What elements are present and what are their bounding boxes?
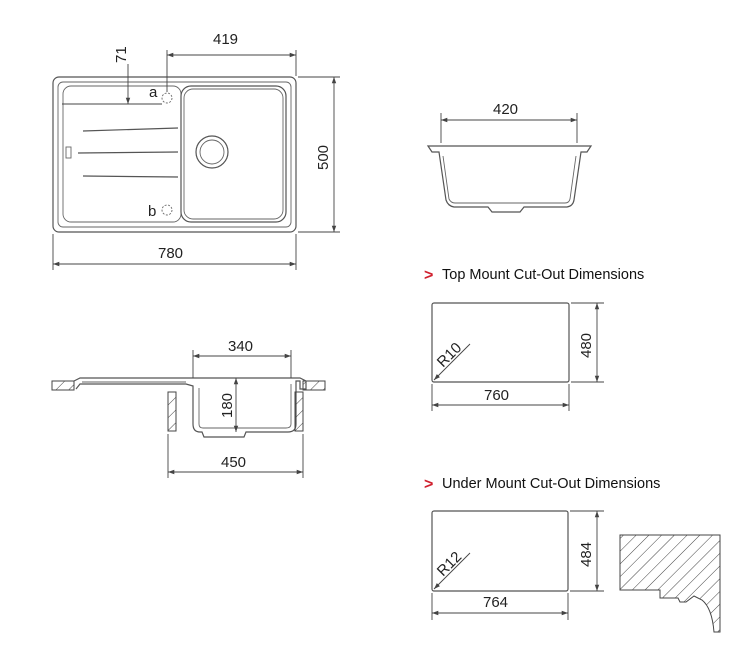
top-mount-cutout-rect (431, 302, 570, 383)
top-view: a b 419 71 780 500 (52, 31, 340, 270)
tap-label-a: a (149, 84, 158, 101)
sink-rim (57, 81, 292, 228)
cabinet-wall-right (294, 391, 304, 432)
dim-label-500: 500 (315, 145, 332, 170)
front-view: 420 (426, 101, 593, 213)
dim-label-180: 180 (219, 393, 236, 418)
bowl-front-inner (442, 155, 577, 204)
bowl-outline (180, 85, 287, 223)
sink-outline (52, 76, 297, 233)
dim-label-340: 340 (228, 338, 253, 355)
dim-label-484: 484 (578, 542, 595, 567)
undermount-edge-detail (619, 534, 721, 633)
dim-label-480: 480 (578, 333, 595, 358)
under-mount-heading: Under Mount Cut-Out Dimensions (442, 476, 660, 492)
bowl-front-profile (426, 145, 593, 213)
drainer-rib (77, 151, 179, 154)
under-mount-chevron: > (424, 476, 433, 493)
under-mount-cutout-rect (431, 510, 569, 592)
radius-leader-r10 (433, 343, 471, 381)
tap-hole-a (161, 92, 173, 104)
dim-label-450: 450 (221, 454, 246, 471)
sink-section-inner (82, 381, 292, 429)
dim-label-71: 71 (113, 46, 130, 63)
top-mount-heading: Top Mount Cut-Out Dimensions (442, 267, 644, 283)
countertop-right (302, 380, 326, 391)
drain-outer (195, 135, 229, 169)
drainer-rib (82, 127, 179, 132)
top-mount-chevron: > (424, 267, 433, 284)
dim-label-419: 419 (213, 31, 238, 48)
section-view: 340 180 450 (51, 338, 326, 478)
tap-label-b: b (148, 203, 156, 220)
tap-hole-b (161, 204, 173, 216)
radius-label-r10: R10 (434, 339, 465, 370)
dim-label-780: 780 (158, 245, 183, 262)
cabinet-wall-left (167, 391, 177, 432)
dim-label-764: 764 (483, 594, 508, 611)
bowl-inner (183, 88, 284, 220)
drain-inner (199, 139, 225, 165)
radius-leader-r12 (433, 552, 471, 590)
drainer-rib (82, 175, 179, 178)
drainer-area (62, 85, 182, 223)
overflow-slot (65, 146, 72, 159)
sink-section-profile (73, 377, 307, 438)
dim-label-760: 760 (484, 387, 509, 404)
under-mount-cutout: > Under Mount Cut-Out Dimensions R12 484… (424, 476, 721, 633)
countertop-left (51, 380, 75, 391)
radius-label-r12: R12 (434, 548, 465, 579)
top-mount-cutout: > Top Mount Cut-Out Dimensions R10 480 7… (424, 267, 644, 411)
dim-label-420: 420 (493, 101, 518, 118)
